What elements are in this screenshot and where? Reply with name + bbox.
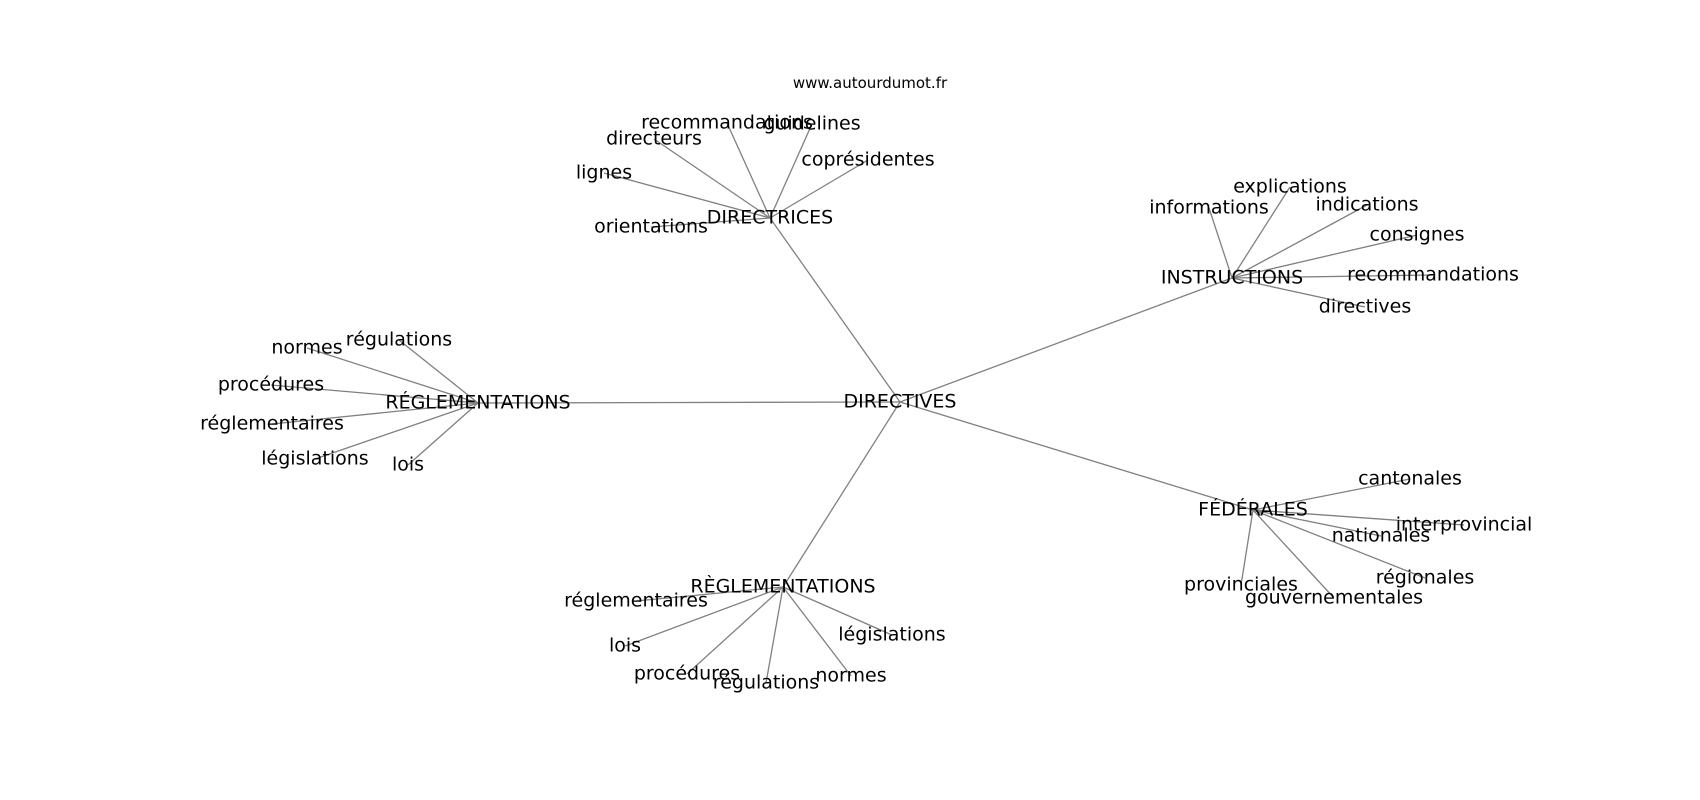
cluster-node-label: INSTRUCTIONS	[1161, 267, 1303, 289]
leaf-node-label: guidelines	[763, 113, 860, 135]
leaf-node-label: provinciales	[1184, 574, 1298, 596]
center-node-label: DIRECTIVES	[844, 391, 957, 413]
cluster-node-label: RÈGLEMENTATIONS	[690, 575, 875, 598]
cluster-node-label: FÉDÉRALES	[1198, 498, 1308, 521]
leaf-node-label: procédures	[634, 663, 740, 685]
leaf-node-label: lois	[609, 635, 641, 657]
leaf-node-label: réglementaires	[200, 413, 344, 435]
edge-cluster-to-leaf	[1252, 509, 1426, 579]
edge-cluster-to-leaf	[765, 586, 784, 684]
edge-cluster-to-leaf	[686, 586, 784, 675]
edge-center-to-cluster	[782, 401, 901, 588]
leaf-node-label: législations	[261, 448, 368, 470]
site-watermark: www.autourdumot.fr	[793, 74, 948, 92]
edge-cluster-to-leaf	[769, 123, 813, 219]
leaf-node-label: cantonales	[1358, 468, 1462, 490]
edge-cluster-to-leaf	[1252, 509, 1382, 537]
edge-cluster-to-leaf	[1231, 234, 1418, 279]
leaf-node-label: normes	[271, 337, 342, 359]
edge-cluster-to-leaf	[1231, 186, 1291, 279]
leaf-node-label: orientations	[594, 216, 708, 238]
leaf-node-label: interprovincial	[1396, 514, 1533, 536]
leaf-node-label: réglementaires	[564, 590, 708, 612]
leaf-node-label: directives	[1319, 296, 1411, 318]
leaf-node-label: régionales	[1376, 567, 1475, 589]
edge-cluster-to-leaf	[1231, 274, 1434, 279]
cluster-node-label: DIRECTRICES	[707, 207, 833, 229]
edge-cluster-to-leaf	[782, 586, 852, 677]
leaf-node-label: régulations	[713, 672, 819, 694]
edge-cluster-to-leaf	[624, 586, 784, 647]
leaf-node-label: lignes	[576, 162, 632, 184]
edge-cluster-to-leaf	[271, 402, 479, 425]
edge-cluster-to-leaf	[306, 347, 479, 404]
leaf-node-label: informations	[1149, 197, 1269, 219]
edge-cluster-to-leaf	[1252, 509, 1465, 526]
leaf-node-label: gouvernementales	[1245, 587, 1423, 609]
leaf-node-label: consignes	[1370, 224, 1465, 246]
edge-cluster-to-leaf	[650, 217, 771, 228]
leaf-node-label: normes	[815, 665, 886, 687]
edge-cluster-to-leaf	[653, 138, 771, 219]
edge-center-to-cluster	[477, 401, 901, 404]
leaf-node-label: régulations	[346, 329, 452, 351]
graph-edges	[270, 122, 1465, 684]
leaf-node-label: législations	[838, 624, 945, 646]
edge-center-to-cluster	[899, 277, 1233, 403]
edge-cluster-to-leaf	[1252, 509, 1335, 599]
leaf-node-label: recommandations	[641, 112, 813, 134]
edge-cluster-to-leaf	[270, 384, 479, 404]
edge-center-to-cluster	[899, 401, 1254, 511]
leaf-node-label: coprésidentes	[801, 149, 934, 171]
edge-cluster-to-leaf	[635, 586, 784, 602]
cluster-node-label: RÉGLEMENTATIONS	[385, 391, 570, 414]
graph-labels: DIRECTIVESDIRECTRICESrecommandationsguid…	[200, 112, 1532, 694]
edge-cluster-to-leaf	[314, 402, 479, 460]
edge-cluster-to-leaf	[398, 339, 479, 404]
edge-cluster-to-leaf	[782, 586, 893, 636]
edge-cluster-to-leaf	[407, 402, 479, 466]
leaf-node-label: indications	[1315, 194, 1418, 216]
edge-cluster-to-leaf	[769, 159, 869, 219]
edge-cluster-to-leaf	[1240, 509, 1254, 586]
edge-cluster-to-leaf	[1252, 478, 1411, 511]
leaf-node-label: procédures	[218, 374, 324, 396]
edge-cluster-to-leaf	[603, 172, 771, 219]
leaf-node-label: explications	[1233, 176, 1347, 198]
edge-cluster-to-leaf	[1231, 204, 1368, 279]
leaf-node-label: recommandations	[1347, 264, 1519, 286]
edge-cluster-to-leaf	[726, 122, 771, 219]
edge-center-to-cluster	[769, 217, 901, 403]
edge-cluster-to-leaf	[1231, 277, 1366, 308]
edge-cluster-to-leaf	[1208, 207, 1233, 279]
leaf-node-label: directeurs	[606, 128, 702, 150]
leaf-node-label: nationales	[1332, 525, 1431, 547]
leaf-node-label: lois	[392, 454, 424, 476]
